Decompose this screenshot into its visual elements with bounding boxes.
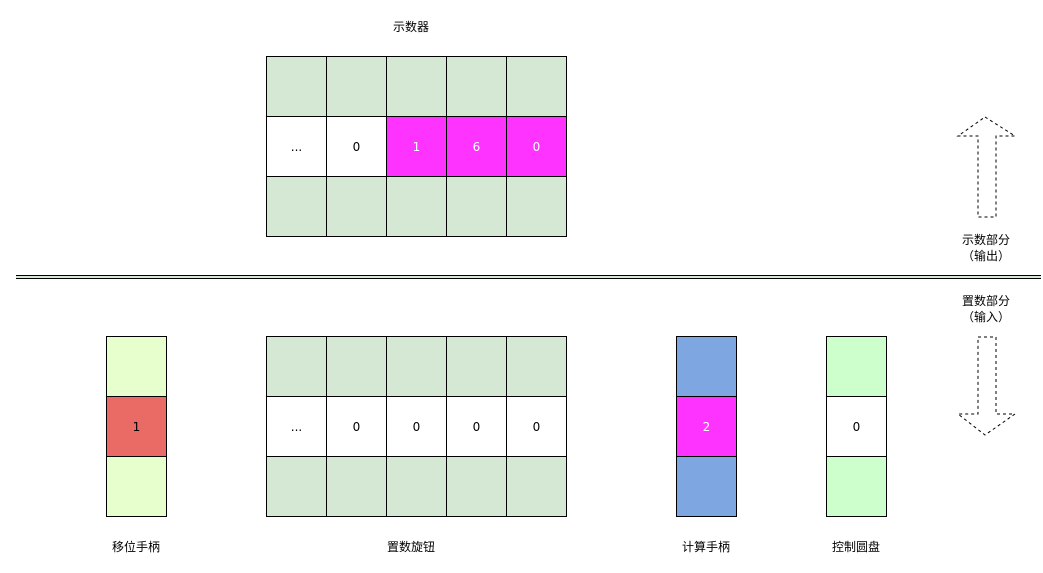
dashed-up-arrow-icon	[956, 116, 1017, 218]
knob-frame-cell	[447, 337, 507, 397]
control-dial-value: 0	[827, 397, 887, 457]
control-dial: 0	[826, 336, 887, 517]
display-digit-highlighted: 0	[507, 117, 567, 177]
display-digit-highlighted: 1	[387, 117, 447, 177]
knob-frame-cell	[387, 457, 447, 517]
control-dial-frame-cell	[827, 337, 887, 397]
knob-frame-cell	[267, 337, 327, 397]
knob-frame-cell	[327, 337, 387, 397]
knob-frame-cell	[507, 457, 567, 517]
knob-digit: 0	[447, 397, 507, 457]
display-digit: 0	[327, 117, 387, 177]
output-section-label: 示数部分 （输出）	[946, 232, 1026, 264]
display-frame-cell	[327, 177, 387, 237]
input-section-label: 置数部分 （输入）	[946, 293, 1026, 325]
knob-digit: ...	[267, 397, 327, 457]
display-frame-cell	[507, 57, 567, 117]
dashed-down-arrow-icon	[956, 336, 1017, 436]
control-dial-frame-cell	[827, 457, 887, 517]
display-title: 示数器	[392, 20, 429, 34]
display-frame-cell	[267, 177, 327, 237]
input-section-line2: （输入）	[961, 310, 1010, 324]
display-frame-cell	[447, 57, 507, 117]
shift-handle-frame-cell	[107, 337, 167, 397]
crank-handle-label: 计算手柄	[681, 540, 730, 554]
display-frame-cell	[327, 57, 387, 117]
crank-handle-frame-cell	[677, 337, 737, 397]
knob-digit: 0	[327, 397, 387, 457]
knob-frame-cell	[327, 457, 387, 517]
crank-handle-frame-cell	[677, 457, 737, 517]
knob-digit: 0	[387, 397, 447, 457]
output-section-line1: 示数部分	[961, 233, 1010, 247]
display-frame-cell	[507, 177, 567, 237]
control-dial-label: 控制圆盘	[831, 540, 880, 554]
display-frame-cell	[447, 177, 507, 237]
display-digit-highlighted: 6	[447, 117, 507, 177]
display-digit: ...	[267, 117, 327, 177]
shift-handle-frame-cell	[107, 457, 167, 517]
knob-digit: 0	[507, 397, 567, 457]
section-divider	[16, 275, 1041, 279]
display-register: ... 0 1 6 0	[266, 56, 567, 237]
output-section-line2: （输出）	[961, 249, 1010, 263]
knob-frame-cell	[447, 457, 507, 517]
knob-frame-cell	[387, 337, 447, 397]
display-frame-cell	[387, 57, 447, 117]
knob-frame-cell	[507, 337, 567, 397]
crank-handle: 2	[676, 336, 737, 517]
setting-knobs: ... 0 0 0 0	[266, 336, 567, 517]
display-frame-cell	[387, 177, 447, 237]
crank-handle-value: 2	[677, 397, 737, 457]
shift-handle-label: 移位手柄	[111, 540, 160, 554]
input-section-line1: 置数部分	[961, 294, 1010, 308]
display-frame-cell	[267, 57, 327, 117]
shift-handle-value: 1	[107, 397, 167, 457]
knob-frame-cell	[267, 457, 327, 517]
setting-knobs-label: 置数旋钮	[386, 540, 435, 554]
shift-handle: 1	[106, 336, 167, 517]
